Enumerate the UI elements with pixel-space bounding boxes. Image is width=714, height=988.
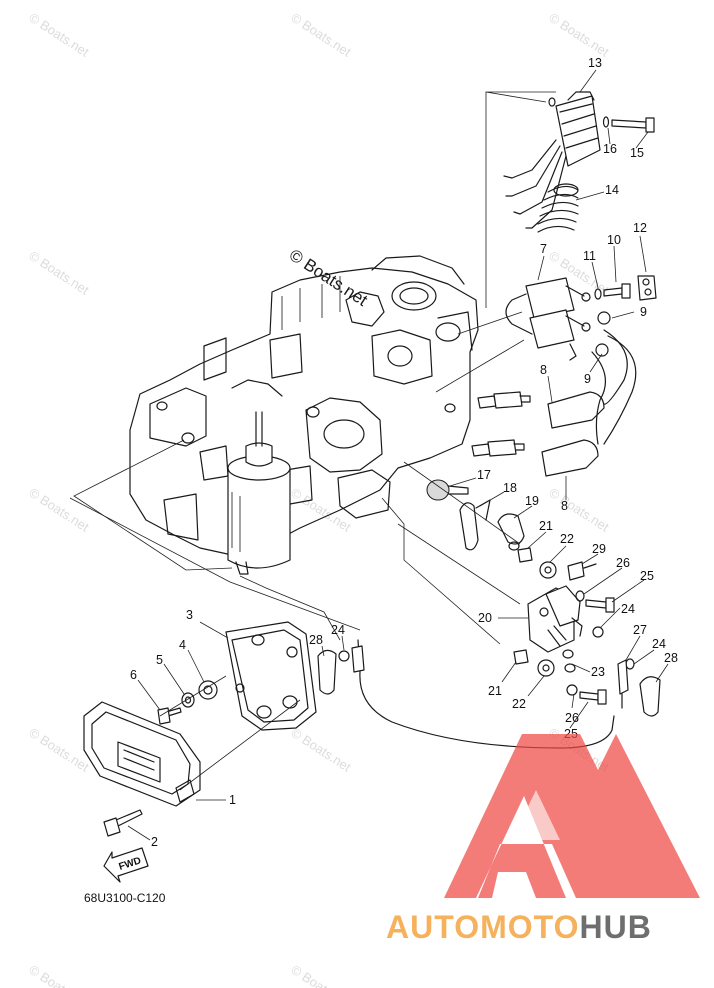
callout-26a: 26 (616, 556, 630, 570)
callout-22a: 22 (560, 532, 574, 546)
part-3-bracket (225, 621, 317, 731)
part-28-boot (317, 649, 661, 717)
part-7-ignition-coil (505, 277, 591, 361)
callout-16: 16 (603, 142, 617, 156)
callout-28a: 28 (664, 651, 678, 665)
part-19-cap (497, 513, 525, 551)
watermark: © Boats.net (546, 485, 612, 535)
callout-21b: 21 (488, 684, 502, 698)
callout-9a: 9 (640, 305, 647, 319)
callout-9b: 9 (584, 372, 591, 386)
diagram-code: 68U3100-C120 (84, 891, 166, 905)
part-23-nut (562, 649, 576, 673)
part-15-bolt (602, 116, 655, 133)
part-14-protector (537, 183, 579, 233)
watermark: © Boats.net (26, 248, 92, 298)
callout-1: 1 (229, 793, 236, 807)
part-2-bolt (103, 809, 143, 837)
callout-15: 15 (630, 146, 644, 160)
part-17-thermoswitch (426, 479, 469, 501)
part-24-nut (338, 626, 635, 670)
engine-block (129, 255, 479, 556)
callout-21a: 21 (539, 519, 553, 533)
callout-18: 18 (503, 481, 517, 495)
part-22-grommet (537, 561, 557, 677)
callout-24b: 24 (652, 637, 666, 651)
watermark: © Boats.net (26, 962, 92, 988)
part-8-plug-caps (541, 311, 637, 477)
callout-8b: 8 (561, 499, 568, 513)
callout-4: 4 (179, 638, 186, 652)
watermark: © Boats.net (546, 10, 612, 60)
callout-12: 12 (633, 221, 647, 235)
watermark: © Boats.net (288, 485, 354, 535)
brand-logo: AUTOMOTOHUB (386, 734, 700, 945)
callout-13: 13 (588, 56, 602, 70)
callout-26b: 26 (565, 711, 579, 725)
callout-29: 29 (592, 542, 606, 556)
part-29-clip (567, 561, 597, 581)
callout-10: 10 (607, 233, 621, 247)
part-1-cdi-unit (83, 701, 201, 807)
part-5-washer (181, 692, 195, 708)
part-18-grommet (459, 499, 491, 551)
callout-numbers: 1 2 3 4 5 6 7 8 8 9 9 10 11 12 13 14 15 … (130, 56, 678, 849)
watermark-main: © Boats.net (286, 245, 371, 310)
callout-14: 14 (605, 183, 619, 197)
watermark: © Boats.net (26, 725, 92, 775)
callout-5: 5 (156, 653, 163, 667)
callout-6: 6 (130, 668, 137, 682)
callout-24c: 24 (331, 623, 345, 637)
callout-28b: 28 (309, 633, 323, 647)
battery-lead (351, 639, 615, 749)
callout-19: 19 (525, 494, 539, 508)
watermark: © Boats.net (288, 725, 354, 775)
part-25-bolt (579, 597, 615, 705)
fwd-arrow: FWD (103, 847, 149, 883)
part-13-rectifier (503, 91, 601, 229)
part-26-washer (566, 590, 585, 696)
callout-8a: 8 (540, 363, 547, 377)
part-6-bolt (157, 707, 182, 725)
leader-lines (69, 69, 669, 841)
spark-plugs (471, 391, 531, 457)
callout-7: 7 (540, 242, 547, 256)
starter-housing (227, 411, 291, 575)
callout-22b: 22 (512, 697, 526, 711)
brand-triangle-icon (444, 734, 700, 898)
callout-24a: 24 (621, 602, 635, 616)
part-21-collar (513, 547, 533, 665)
watermark: © Boats.net (26, 10, 92, 60)
part-10-11-12-hardware (594, 275, 657, 301)
part-4-grommet (198, 680, 218, 700)
watermark: © Boats.net (288, 10, 354, 60)
callout-17: 17 (477, 468, 491, 482)
callout-3: 3 (186, 608, 193, 622)
part-20-relay-bracket (527, 585, 583, 653)
callout-23: 23 (591, 665, 605, 679)
watermark: © Boats.net (288, 962, 354, 988)
callout-2: 2 (151, 835, 158, 849)
brand-name: AUTOMOTOHUB (386, 909, 652, 945)
callout-25a: 25 (640, 569, 654, 583)
watermark: © Boats.net (26, 485, 92, 535)
callout-20: 20 (478, 611, 492, 625)
part-27-terminal (617, 659, 629, 709)
callout-27: 27 (633, 623, 647, 637)
callout-11: 11 (583, 249, 596, 263)
